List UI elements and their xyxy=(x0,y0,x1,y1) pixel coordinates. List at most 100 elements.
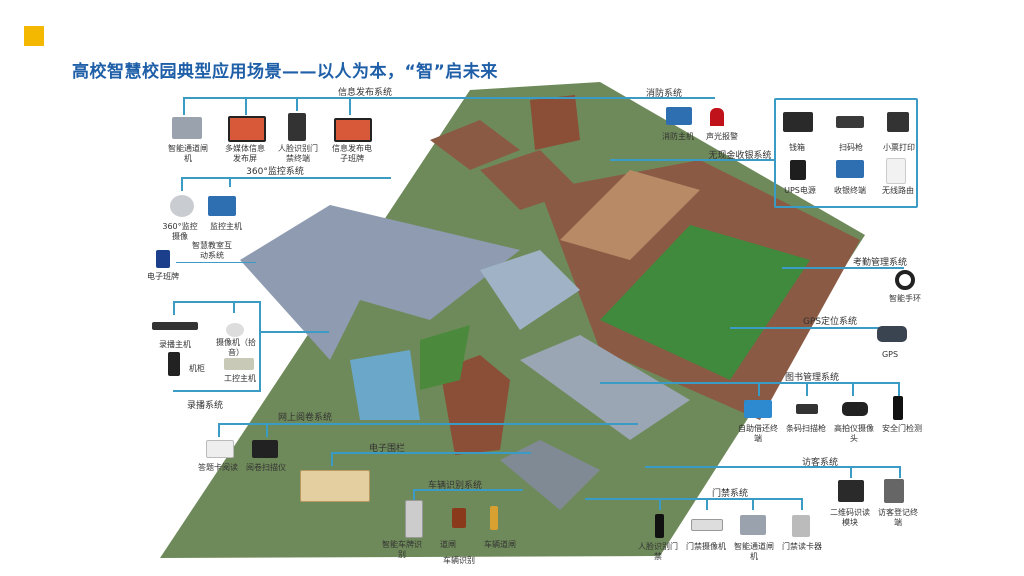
device-image xyxy=(452,508,466,528)
connector-line xyxy=(229,177,231,187)
exam-item: 阅卷扫描仪 xyxy=(246,463,286,472)
connector-line xyxy=(610,159,775,161)
connector-line xyxy=(782,267,904,269)
page-title: 高校智慧校园典型应用场景——以人为本，“智”启未来 xyxy=(72,62,498,82)
football-field xyxy=(600,225,810,380)
connector-line xyxy=(585,498,803,500)
device-image xyxy=(740,515,766,535)
group-frame xyxy=(774,98,918,208)
exam-item: 答题卡阅读 xyxy=(198,463,238,472)
connector-line xyxy=(183,97,185,115)
device-image xyxy=(691,519,723,531)
device-image xyxy=(887,112,909,132)
pos-item: 小票打印 xyxy=(883,143,915,152)
connector-line xyxy=(852,382,854,396)
vehicle-system-title: 车辆识别系统 xyxy=(427,481,483,491)
device-image xyxy=(152,322,198,330)
connector-line xyxy=(259,301,261,391)
stands xyxy=(560,170,700,260)
device-image xyxy=(792,515,810,537)
connector-line xyxy=(173,390,261,392)
visitor-item: 二维码识读模块 xyxy=(830,508,870,527)
recording-item: 录播主机 xyxy=(159,340,191,349)
device-image xyxy=(490,506,498,530)
connector-line xyxy=(850,466,852,478)
campus-area xyxy=(430,120,520,170)
access-item: 门禁读卡器 xyxy=(782,542,822,551)
device-image xyxy=(655,514,664,538)
fence-image xyxy=(300,470,370,502)
fire-item: 声光报警 xyxy=(706,132,738,141)
connector-line xyxy=(331,452,531,454)
connector-line xyxy=(645,466,901,468)
pos-item: 扫码枪 xyxy=(839,143,863,152)
fire-item: 消防主机 xyxy=(662,132,694,141)
health-item: 智能手环 xyxy=(889,294,921,303)
access-system-title: 门禁系统 xyxy=(711,489,749,499)
info-item: 信息发布电子班牌 xyxy=(332,144,372,163)
pos-system-title: 无现金收银系统 xyxy=(708,151,772,161)
device-image xyxy=(836,160,864,178)
gym-building xyxy=(520,335,690,440)
connector-line xyxy=(758,382,760,396)
connector-line xyxy=(730,327,880,329)
campus-area xyxy=(530,95,580,150)
gps-item: GPS xyxy=(881,350,899,359)
device-image xyxy=(796,404,818,414)
device-image xyxy=(168,352,180,376)
device-image xyxy=(288,113,306,141)
info-item: 多媒体信息发布屏 xyxy=(225,144,265,163)
device-image xyxy=(838,480,864,502)
teaching-building xyxy=(240,205,520,360)
connector-line xyxy=(181,177,391,179)
connector-line xyxy=(413,489,523,491)
library-item: 自助借还终端 xyxy=(738,424,778,443)
connector-line xyxy=(413,489,415,501)
device-image xyxy=(836,116,864,128)
monitor-system-title: 360°监控系统 xyxy=(246,167,304,177)
library-item: 安全门检测 xyxy=(882,424,922,433)
device-image xyxy=(893,396,903,420)
device-image xyxy=(208,196,236,216)
monitor-item: 监控主机 xyxy=(210,222,242,231)
access-item: 人脸识别门禁 xyxy=(638,542,678,561)
fence-system-title: 电子围栏 xyxy=(368,444,406,454)
monitor-item: 360°监控摄像 xyxy=(162,222,198,241)
connector-line xyxy=(176,262,256,263)
device-image xyxy=(334,118,372,142)
library-item: 高拍仪摄像头 xyxy=(834,424,874,443)
exam-system-title: 网上阅卷系统 xyxy=(277,413,333,423)
fire-system-title: 消防系统 xyxy=(645,89,683,99)
connector-line xyxy=(181,177,183,191)
connector-line xyxy=(266,423,268,437)
connector-line xyxy=(806,382,808,396)
pos-item: UPS电源 xyxy=(784,186,816,195)
device-image xyxy=(405,500,423,538)
campus-area xyxy=(480,150,580,210)
vehicle-item: 车辆道闸 xyxy=(484,540,516,549)
info-item: 人脸识别门禁终端 xyxy=(278,144,318,163)
vehicle-item: 道闸 xyxy=(440,540,456,549)
device-image xyxy=(226,323,244,337)
device-image xyxy=(172,117,202,139)
recording-item: 机柜 xyxy=(189,364,205,373)
device-image xyxy=(895,270,915,290)
pos-item: 无线路由 xyxy=(882,186,914,195)
device-image xyxy=(886,158,906,184)
gps-system-title: GPS定位系统 xyxy=(802,317,858,327)
health-system-title: 考勤管理系统 xyxy=(852,258,908,268)
device-image xyxy=(156,250,170,268)
visitor-item: 访客登记终端 xyxy=(878,508,918,527)
connector-line xyxy=(218,423,220,437)
device-image xyxy=(877,326,907,342)
device-image xyxy=(842,402,868,416)
connector-line xyxy=(173,301,261,303)
visitor-system-title: 访客系统 xyxy=(801,458,839,468)
connector-line xyxy=(183,97,633,99)
access-item: 门禁摄像机 xyxy=(686,542,726,551)
access-item: 智能通道闸机 xyxy=(734,542,774,561)
device-image xyxy=(710,108,724,126)
device-image xyxy=(252,440,278,458)
